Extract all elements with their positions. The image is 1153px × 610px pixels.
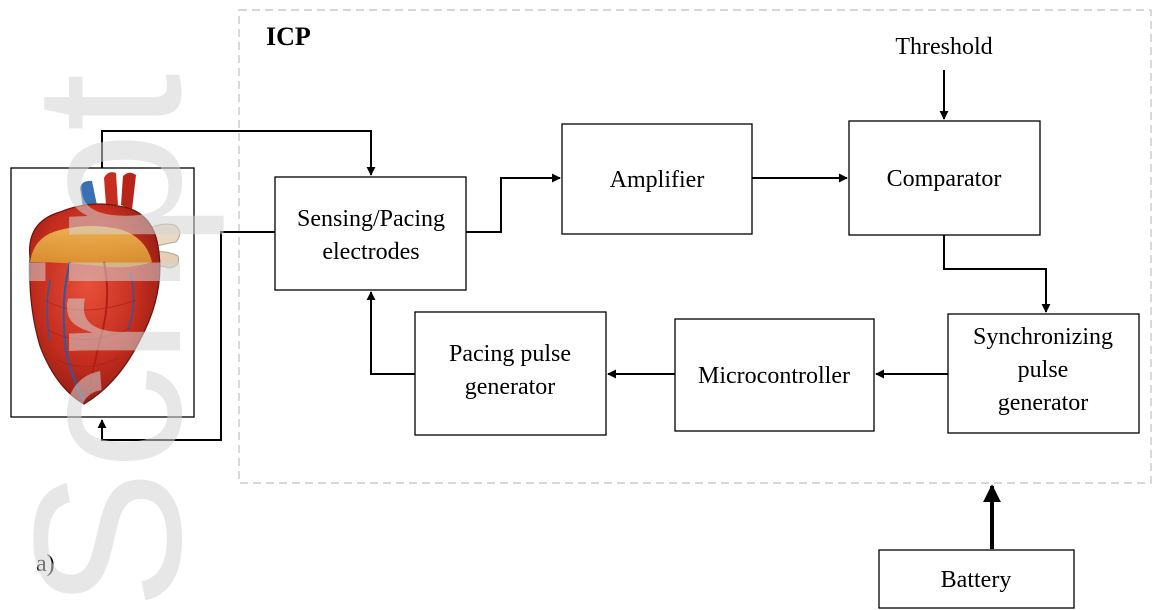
comparator-to-sync-arrow [943, 235, 1051, 313]
amplifier-label: Amplifier [610, 167, 705, 193]
script-watermark: Script [0, 73, 225, 610]
sensing-pacing-electrodes-block [274, 176, 467, 291]
heart-anatomy-icon [28, 172, 181, 405]
microcontroller-block [674, 318, 875, 432]
pacing-pulse-generator-block [414, 311, 607, 436]
sync-label-line1: Synchronizing [973, 324, 1113, 350]
comparator-label: Comparator [887, 166, 1002, 192]
electrodes-to-amplifier-arrow [466, 173, 561, 233]
sync-label-line3: generator [998, 390, 1089, 416]
sensing-label-line2: electrodes [322, 239, 419, 265]
panel-label: a) [36, 551, 55, 577]
sensing-label-line1: Sensing/Pacing [297, 206, 445, 232]
icp-frame [238, 9, 1152, 484]
icp-label: ICP [266, 22, 311, 51]
electrodes-to-heart-arrow [97, 231, 275, 441]
comparator-block [848, 120, 1041, 236]
pacing-to-electrodes-arrow [366, 291, 415, 375]
pacing-label-line2: generator [465, 374, 556, 400]
threshold-label: Threshold [895, 34, 992, 60]
heart-to-electrodes-arrow [101, 130, 376, 176]
battery-label: Battery [941, 567, 1012, 593]
pacing-label-line1: Pacing pulse [449, 341, 571, 367]
sync-label-line2: pulse [1018, 357, 1069, 383]
microcontroller-label: Microcontroller [698, 363, 850, 389]
battery-block [878, 549, 1075, 609]
